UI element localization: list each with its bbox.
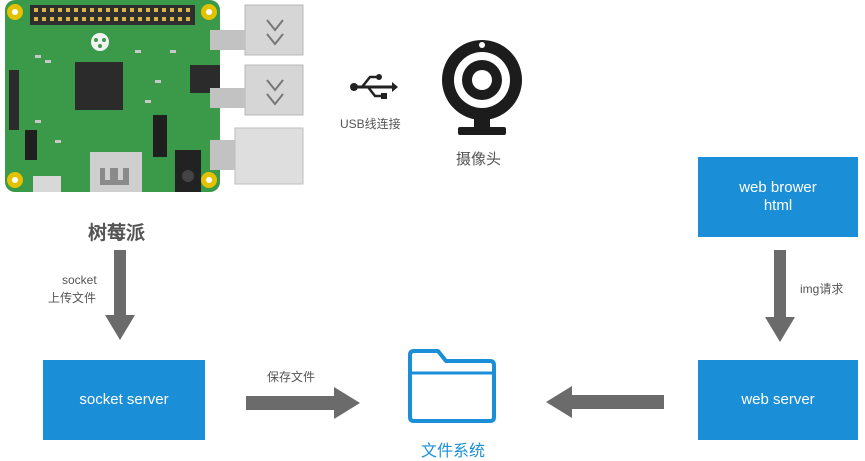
socket-upload-label-line1: socket xyxy=(62,273,97,287)
raspberry-pi-label: 树莓派 xyxy=(88,223,146,244)
arrow-socket-to-filesystem xyxy=(246,387,360,419)
usb-connection-label: USB线连接 xyxy=(340,117,401,131)
socket-server-node: socket server xyxy=(43,360,205,440)
usb-icon xyxy=(350,74,398,99)
raspberry-pi-illustration xyxy=(5,0,304,192)
webcam-icon xyxy=(442,40,522,135)
arrow-webserver-to-filesystem xyxy=(546,386,664,418)
arrow-pi-to-socket xyxy=(105,250,135,340)
camera-label: 摄像头 xyxy=(456,151,502,168)
save-file-label: 保存文件 xyxy=(267,370,316,384)
web-browser-label-line1: web brower xyxy=(739,179,817,196)
folder-icon xyxy=(408,349,496,423)
socket-upload-label-line2: 上传文件 xyxy=(48,291,97,305)
socket-server-label: socket server xyxy=(79,391,169,408)
web-server-node: web server xyxy=(698,360,858,440)
web-server-label: web server xyxy=(741,391,815,408)
web-browser-label-line2: html xyxy=(763,197,793,214)
web-browser-node: web brower html xyxy=(698,157,858,237)
arrow-browser-to-webserver xyxy=(765,250,795,342)
filesystem-label: 文件系统 xyxy=(421,443,486,460)
img-request-label: img请求 xyxy=(800,282,844,296)
